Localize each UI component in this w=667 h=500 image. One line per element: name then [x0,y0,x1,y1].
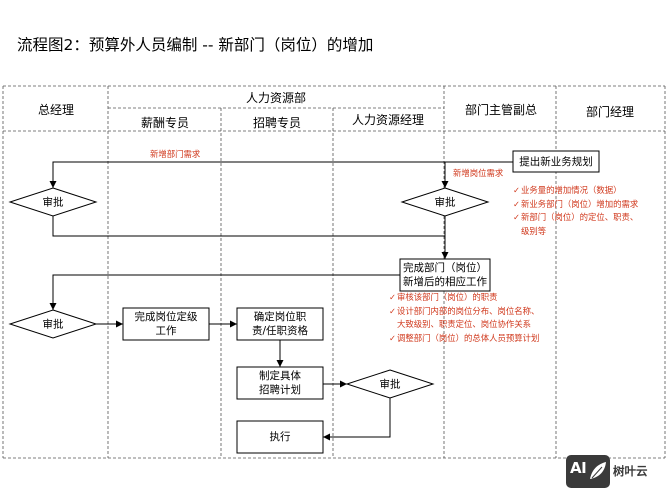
vp-note-text: 业务量的增加情况（数据） [521,185,622,195]
connector-gm-to-vp-approve [52,216,446,237]
leaf-icon [590,462,606,479]
annotation-new-post-need: 新增岗位需求 [453,168,504,178]
check-icon: ✓ [389,292,397,302]
header-hr-manager: 人力资源经理 [351,113,425,127]
approve-gm-1-label: 审批 [42,196,64,209]
work-note-text: 调整部门（岗位）的总体人员预算计划 [397,332,540,343]
approve-gm-2-diamond [8,309,98,339]
grade-line1: 完成岗位定级 [134,311,198,323]
work-note-text: 审核该部门（岗位）的职责 [397,292,498,302]
duties-line2: 责/任职资格 [251,325,309,337]
brand-logo: AI [566,455,610,488]
brand-logo-text: AI [570,459,587,477]
check-icon: ✓ [389,332,397,343]
approve-gm-2-label: 审批 [42,318,64,331]
propose-plan-label: 提出新业务规划 [513,151,599,172]
plan-line1: 制定具体 [259,370,301,382]
duties-label: 确定岗位职 责/任职资格 [237,308,323,340]
check-icon: ✓ [513,212,521,222]
header-salary-specialist: 薪酬专员 [140,116,190,130]
vp-note-item: ✓新部门（岗位）的定位、职责、 [513,211,638,225]
vp-note-text: 新部门（岗位）的定位、职责、 [521,212,639,222]
work-note-item: 大致级别、职责定位、岗位协作关系 [389,318,539,332]
duties-line1: 确定岗位职 [253,311,307,323]
grade-label: 完成岗位定级 工作 [123,308,209,340]
work-note-item: ✓调整部门（岗位）的总体人员预算计划 [389,332,539,346]
complete-work-line2: 新增后的相应工作 [403,276,487,288]
vp-notes-list: ✓业务量的增加情况（数据） ✓新业务部门（岗位）增加的需求 ✓新部门（岗位）的定… [513,184,638,238]
check-icon: ✓ [513,185,521,195]
complete-work-line1: 完成部门（岗位） [403,262,487,274]
page-title: 流程图2：预算外人员编制 -- 新部门（岗位）的增加 [17,36,374,54]
header-vp-in-charge: 部门主管副总 [464,103,538,117]
header-recruit-specialist: 招聘专员 [252,116,302,130]
approve-vp-label: 审批 [434,196,456,209]
annotation-new-dept-need: 新增部门需求 [150,149,201,159]
vp-note-text: 级别等 [521,225,547,236]
work-note-text: 设计部门内部的岗位分布、岗位名称、 [397,305,540,316]
plan-label: 制定具体 招聘计划 [237,367,323,399]
header-dept-manager: 部门经理 [585,105,635,119]
grade-line2: 工作 [155,325,177,337]
vp-note-item: 级别等 [513,225,638,239]
work-note-text: 大致级别、职责定位、岗位协作关系 [397,319,531,329]
plan-line2: 招聘计划 [259,384,301,396]
propose-plan-text: 提出新业务规划 [519,155,593,168]
execute-box [236,420,324,454]
work-note-item: ✓设计部门内部的岗位分布、岗位名称、 [389,305,539,319]
check-icon: ✓ [513,198,521,209]
header-hr-department: 人力资源部 [245,91,307,105]
swimlane-grid [2,85,666,459]
approve-hr-label: 审批 [379,378,401,391]
vp-note-text: 新业务部门（岗位）增加的需求 [521,198,639,209]
work-note-item: ✓审核该部门（岗位）的职责 [389,291,539,305]
check-icon: ✓ [389,305,397,316]
brand-name: 树叶云 [613,464,648,478]
complete-work-box [399,258,491,292]
connector-work-to-gm [49,274,400,310]
execute-label: 执行 [237,421,323,453]
plan-box [236,366,324,400]
connector-approve-to-execute [323,398,391,441]
flow-connectors [49,161,513,441]
execute-text: 执行 [269,431,291,443]
connector-plan-to-gm [49,161,513,188]
vp-note-item: ✓新业务部门（岗位）增加的需求 [513,198,638,212]
header-general-manager: 总经理 [37,103,75,117]
complete-work-label: 完成部门（岗位） 新增后的相应工作 [400,259,490,291]
vp-note-item: ✓业务量的增加情况（数据） [513,184,638,198]
flow-shapes [8,150,600,454]
work-notes-list: ✓审核该部门（岗位）的职责 ✓设计部门内部的岗位分布、岗位名称、 大致级别、职责… [389,291,539,345]
